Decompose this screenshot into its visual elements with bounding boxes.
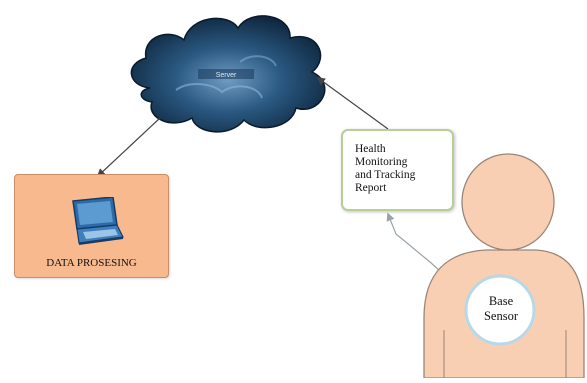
connector-cloud-to-processing (96, 117, 161, 178)
cloud-label-bg (198, 69, 254, 79)
report-label: Health Monitoring and Tracking Report (355, 143, 416, 194)
sensor-label: Base Sensor (483, 294, 519, 323)
sensor-circle (464, 274, 536, 346)
laptop-icon (72, 197, 124, 245)
report-box: Health Monitoring and Tracking Report (341, 129, 454, 211)
data-processing-label: DATA PROSESING (46, 257, 137, 269)
data-processing-box: DATA PROSESING (14, 174, 169, 278)
connector-report-to-cloud (316, 77, 389, 130)
cloud-icon (130, 15, 326, 133)
cloud-label: Server (216, 72, 237, 79)
